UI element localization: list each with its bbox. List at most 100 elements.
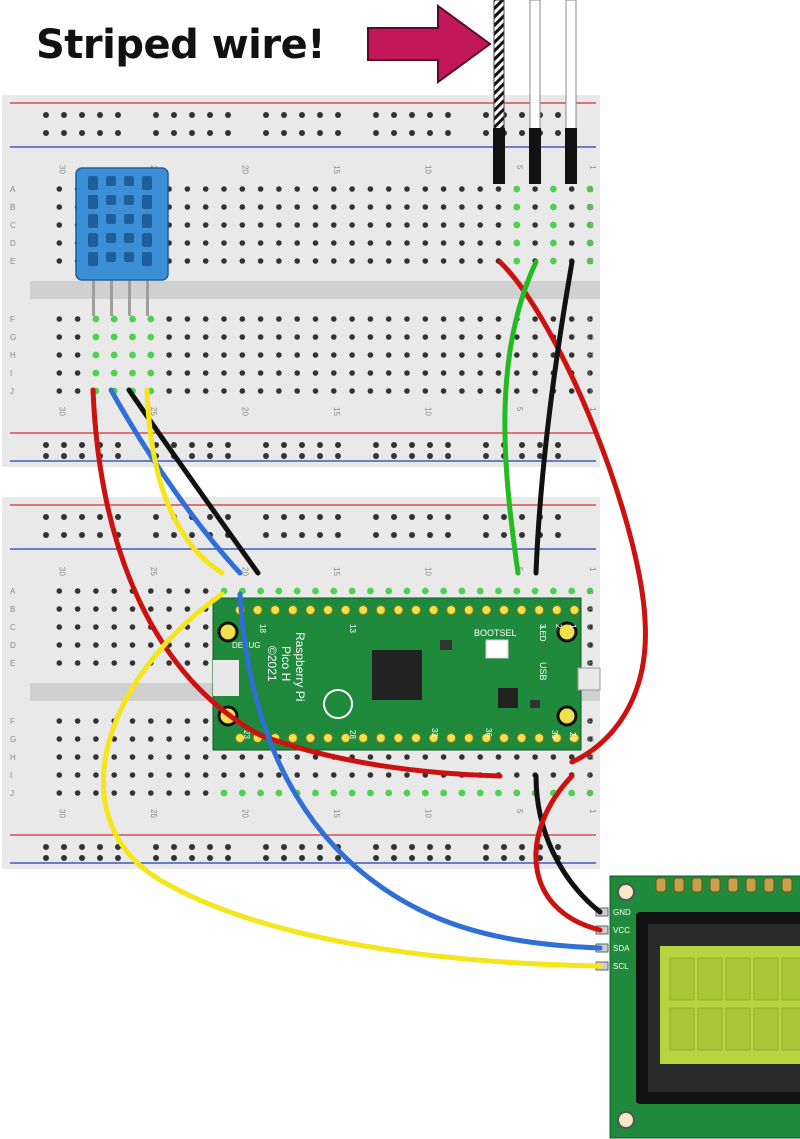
pin-label: 1 bbox=[568, 624, 577, 629]
red-wire bbox=[533, 773, 603, 933]
pin-label: 2 bbox=[554, 624, 563, 629]
row-letter: E bbox=[10, 659, 15, 668]
red-wire bbox=[497, 259, 648, 765]
column-number: 1 bbox=[588, 407, 597, 412]
bootsel-button bbox=[485, 639, 509, 659]
pin-label: 28 bbox=[348, 730, 357, 739]
gpio-pad bbox=[481, 733, 492, 743]
rp2040-chip bbox=[372, 650, 422, 700]
lcd-character-cell bbox=[753, 1007, 779, 1051]
row-letter: B bbox=[10, 203, 15, 212]
row-letter: B bbox=[10, 605, 15, 614]
row-letter: G bbox=[10, 333, 16, 342]
lcd-character-cell bbox=[753, 957, 779, 1001]
row-letter: G bbox=[10, 735, 16, 744]
column-number: 15 bbox=[332, 407, 341, 416]
row-letter: D bbox=[588, 641, 594, 650]
gpio-pad bbox=[481, 605, 492, 615]
row-letter: A bbox=[588, 185, 594, 194]
gpio-pad bbox=[305, 733, 316, 743]
gpio-pad bbox=[516, 733, 527, 743]
column-number: 20 bbox=[240, 809, 249, 818]
column-number: 30 bbox=[57, 567, 66, 576]
gpio-pad bbox=[428, 605, 439, 615]
gpio-pad bbox=[499, 605, 509, 615]
black-wire bbox=[533, 773, 603, 915]
lcd-header-pin bbox=[727, 877, 739, 893]
striped-wire bbox=[493, 0, 505, 131]
lcd-character-cell bbox=[669, 1007, 695, 1051]
gpio-pad bbox=[323, 605, 333, 615]
lcd-character-cell bbox=[781, 1007, 800, 1051]
row-letter: J bbox=[588, 387, 592, 396]
gpio-pad bbox=[287, 605, 298, 615]
lcd-character-cell bbox=[725, 1007, 751, 1051]
row-letter: G bbox=[588, 735, 594, 744]
column-number: 15 bbox=[332, 165, 341, 174]
temperature-humidity-sensor bbox=[75, 167, 169, 316]
pin-label: 36 bbox=[484, 728, 493, 737]
gpio-pad bbox=[252, 605, 263, 615]
gpio-pad bbox=[446, 733, 457, 743]
row-letter: H bbox=[10, 351, 16, 360]
row-letter: J bbox=[10, 387, 14, 396]
gpio-pad bbox=[340, 605, 351, 615]
column-number: 10 bbox=[423, 567, 432, 576]
gpio-pad bbox=[551, 605, 562, 615]
row-letter: A bbox=[588, 587, 594, 596]
row-letter: J bbox=[10, 789, 14, 798]
gpio-pad bbox=[569, 733, 580, 743]
gpio-pad bbox=[358, 733, 369, 743]
gpio-pad bbox=[235, 733, 245, 743]
gpio-pad bbox=[428, 733, 439, 743]
pin-label: 33 bbox=[430, 728, 439, 737]
pin-label: 23 bbox=[242, 730, 251, 739]
lcd-character-cell bbox=[669, 957, 695, 1001]
yellow-wire bbox=[100, 591, 603, 969]
row-letter: H bbox=[588, 753, 594, 762]
row-letter: I bbox=[10, 771, 12, 780]
row-letter: H bbox=[588, 351, 594, 360]
wire-header-pin bbox=[529, 128, 541, 184]
lcd-character-cell bbox=[697, 1007, 723, 1051]
column-number: 10 bbox=[423, 809, 432, 818]
row-letter: C bbox=[10, 623, 16, 632]
pico-name-line2: Pico H bbox=[279, 646, 293, 681]
gpio-pad bbox=[305, 605, 316, 615]
column-number: 1 bbox=[588, 809, 597, 814]
column-number: 30 bbox=[57, 165, 66, 174]
lcd-pin-label-vcc: VCC bbox=[613, 926, 630, 935]
lcd-header-pin bbox=[691, 877, 703, 893]
row-letter: D bbox=[10, 641, 16, 650]
black-wire bbox=[126, 387, 261, 576]
pico-name-line1: Raspberry Pi bbox=[293, 632, 307, 701]
column-number: 20 bbox=[240, 165, 249, 174]
gpio-pad bbox=[270, 605, 281, 615]
pin-label: 21 bbox=[568, 732, 577, 741]
gpio-pad bbox=[375, 605, 386, 615]
lcd-header-pin bbox=[781, 877, 793, 893]
row-letter: C bbox=[10, 221, 16, 230]
red-wire bbox=[90, 387, 503, 779]
column-number: 25 bbox=[149, 407, 158, 416]
gpio-pad bbox=[516, 605, 527, 615]
pin-label: 3 bbox=[538, 624, 547, 629]
row-letter: G bbox=[588, 333, 594, 342]
column-number: 10 bbox=[423, 165, 432, 174]
row-letter: E bbox=[588, 659, 593, 668]
column-number: 15 bbox=[332, 809, 341, 818]
gpio-pad bbox=[499, 733, 509, 743]
row-letter: I bbox=[10, 369, 12, 378]
gpio-pad bbox=[569, 605, 580, 615]
column-number: 5 bbox=[515, 809, 524, 814]
row-letter: A bbox=[10, 185, 16, 194]
row-letter: C bbox=[588, 623, 594, 632]
usb-port bbox=[577, 667, 601, 691]
column-number: 25 bbox=[149, 567, 158, 576]
row-letter: J bbox=[588, 789, 592, 798]
row-letter: E bbox=[588, 257, 593, 266]
row-letter: E bbox=[10, 257, 15, 266]
gpio-pad bbox=[411, 733, 421, 743]
blue-wire bbox=[237, 591, 603, 951]
